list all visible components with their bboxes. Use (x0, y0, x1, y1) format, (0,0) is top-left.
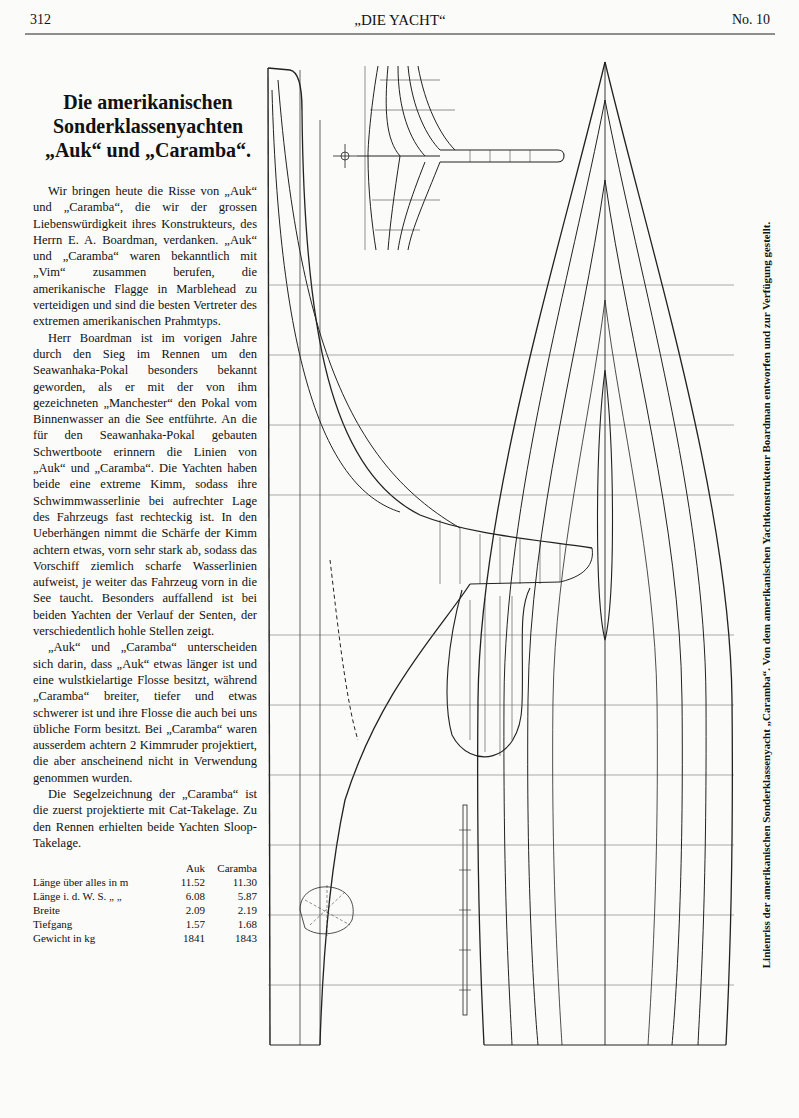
figure-caption: Linienriss der amerikanischen Sonderklas… (759, 222, 773, 968)
header-rule (25, 33, 775, 34)
table-value: 2.09 (165, 903, 205, 917)
text-column: Wir bringen heute die Risse von „Auk“ un… (33, 183, 257, 945)
table-row-label: Tiefgang (33, 917, 165, 931)
dimension-table: AukCarambaLänge über alles in m11.5211.3… (33, 861, 257, 945)
table-value: Auk (165, 861, 205, 875)
table-row-label: Länge über alles in m (33, 875, 165, 889)
table-value: 1.57 (165, 917, 205, 931)
body-paragraph: Herr Boardman ist im vorigen Jahre durch… (33, 330, 257, 640)
body-paragraph: Wir bringen heute die Risse von „Auk“ un… (33, 183, 257, 330)
table-value: 2.19 (205, 903, 257, 917)
table-value: 11.52 (165, 875, 205, 889)
issue-number: No. 10 (690, 12, 770, 28)
body-paragraph: „Auk“ und „Caramba“ unterscheiden sich d… (33, 639, 257, 786)
table-value: Caramba (205, 861, 257, 875)
table-value: 11.30 (205, 875, 257, 889)
page-number: 312 (30, 12, 90, 28)
table-value: 6.08 (165, 889, 205, 903)
table-value: 1.68 (205, 917, 257, 931)
body-plan (333, 66, 564, 250)
table-value: 1841 (165, 931, 205, 945)
journal-name: „DIE YACHT“ (300, 12, 500, 29)
station-lines (268, 285, 734, 985)
table-row-label: Länge i. d. W. S. „ „ (33, 889, 165, 903)
table-value: 1843 (205, 931, 257, 945)
body-paragraph: Die Segelzeichnung der „Caramba“ ist die… (33, 786, 257, 851)
half-breadth-plan (478, 62, 733, 1045)
table-row-label: Gewicht in kg (33, 931, 165, 945)
profile-view (267, 68, 592, 1045)
table-corner (33, 861, 165, 875)
article-title: Die amerikanischen Sonderklassenyachten … (28, 90, 268, 162)
table-value: 5.87 (205, 889, 257, 903)
table-row-label: Breite (33, 903, 165, 917)
